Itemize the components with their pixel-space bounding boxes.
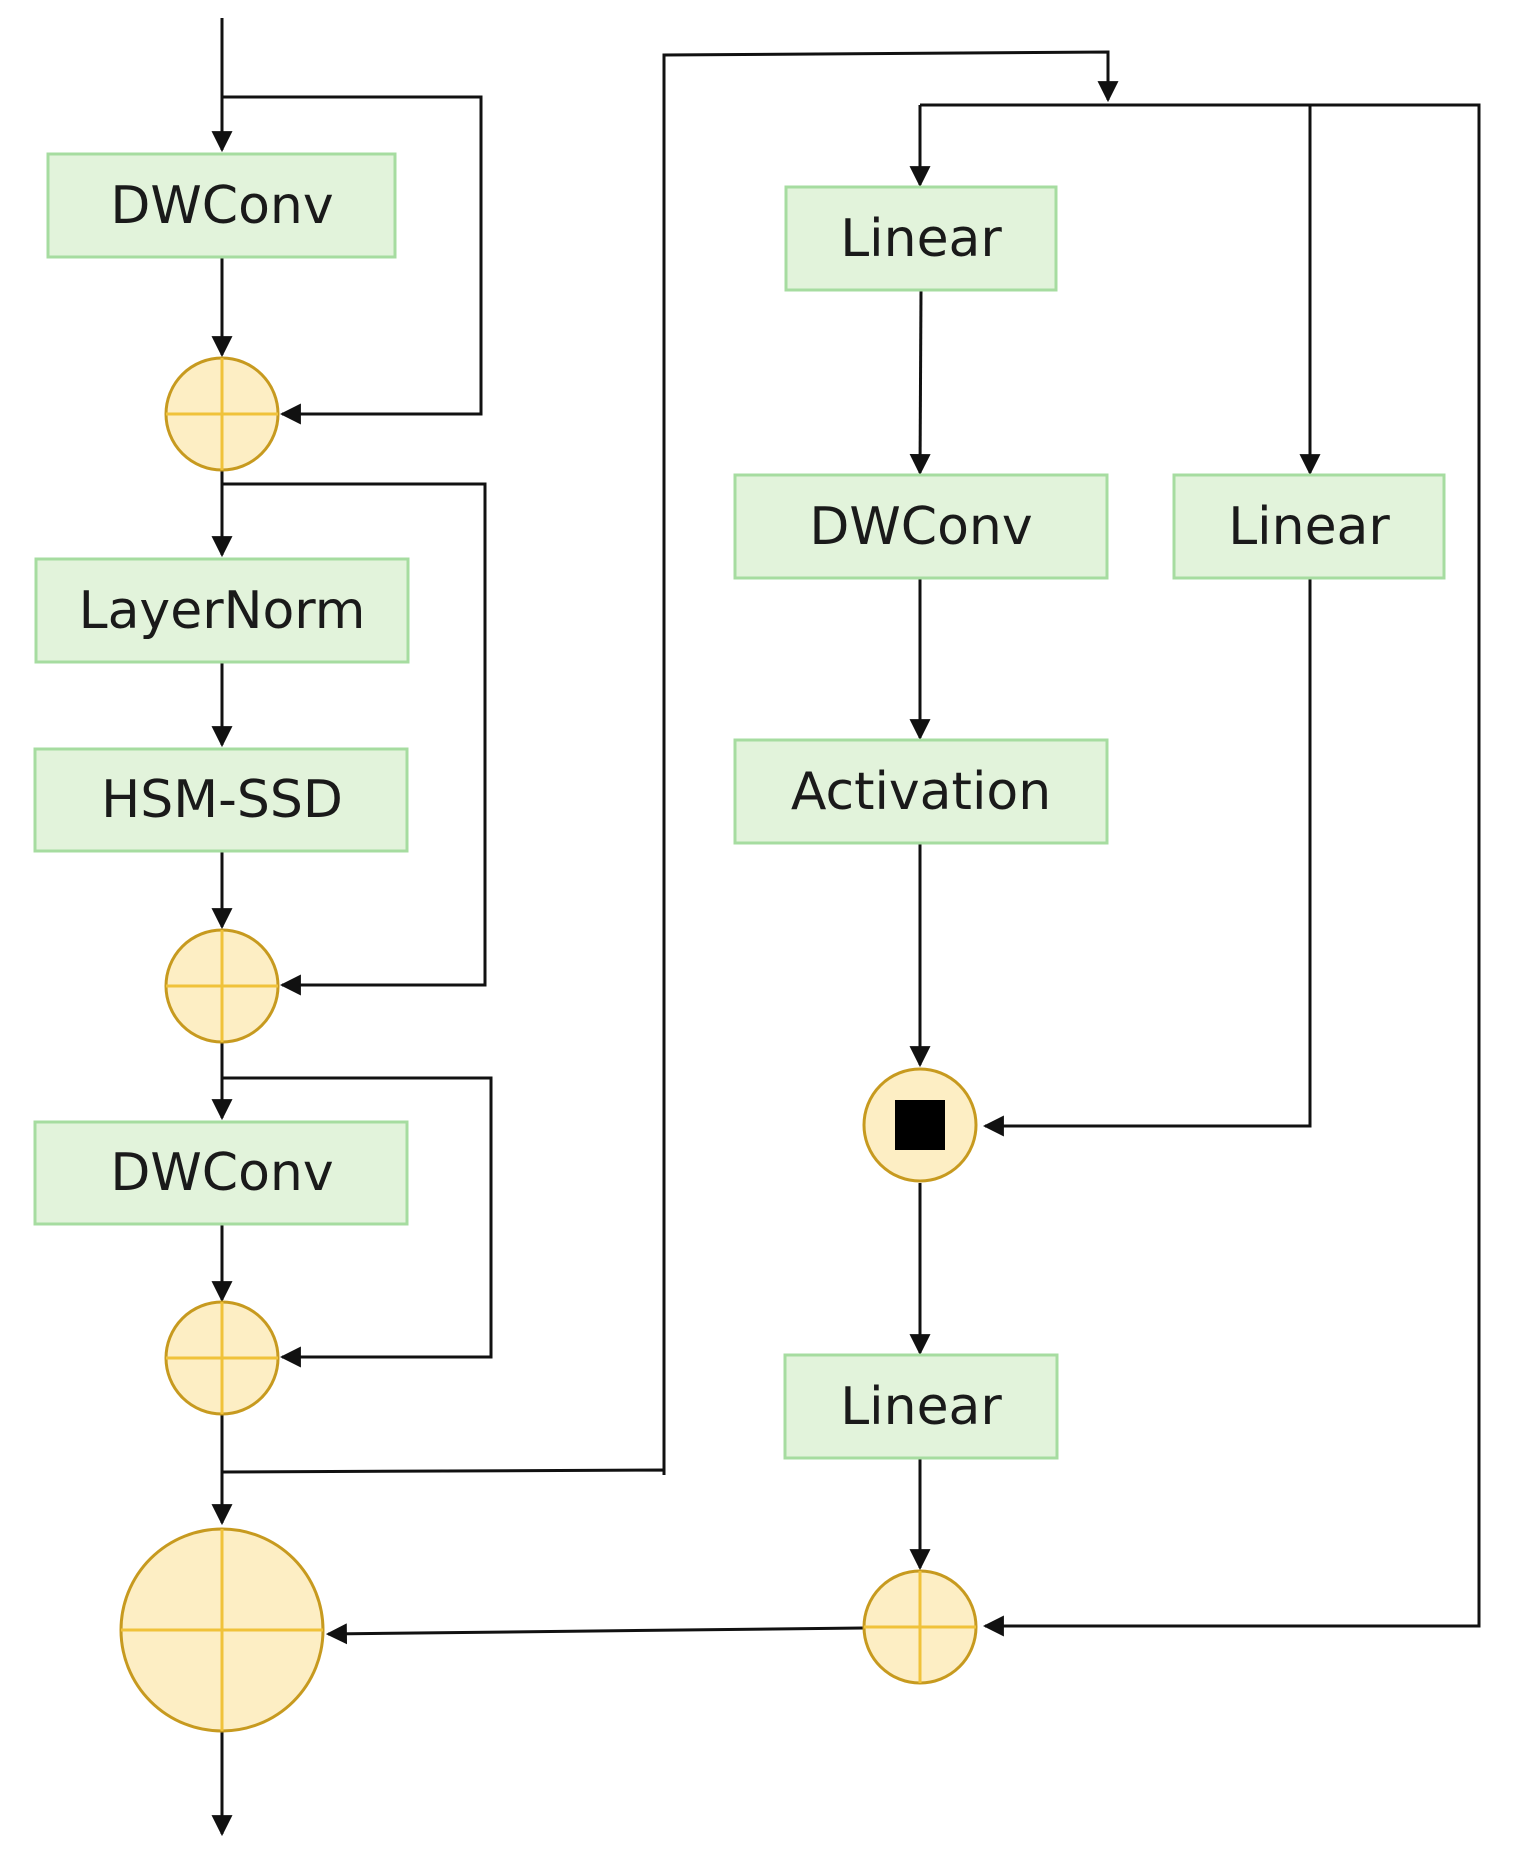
linear-to-dwconv-arrow [909,290,931,476]
dwconv-ffn-block: DWConv [733,473,1109,580]
branch-to-ffn-wire [221,50,1108,1475]
add-node-2 [164,928,280,1044]
layernorm-block: LayerNorm [34,557,410,664]
activation-block: Activation [733,738,1109,845]
dwconv-ffn-block-label: DWConv [809,497,1032,557]
ffn-add-node [862,1569,978,1685]
dwconv-block-2: DWConv [33,1120,409,1226]
linear-gate-block-label: Linear [1228,497,1390,557]
ffn-to-final-add-arrow [325,1623,864,1645]
linear-in-block: Linear [784,185,1058,292]
ffn-residual-connection [920,103,1481,1637]
activation-block-label: Activation [791,762,1051,822]
dwconv-block-1-label: DWConv [110,176,333,236]
skip-connection-2 [222,482,487,996]
linear-out-block: Linear [783,1353,1059,1460]
linear-gate-block: Linear [1172,473,1446,580]
gate-to-multiply-arrow [982,578,1312,1137]
ffn-wires [325,103,1481,1645]
skip-connection-1 [222,95,483,425]
layernorm-block-label: LayerNorm [79,581,366,641]
hsm-ssd-block-label: HSM-SSD [101,770,343,830]
left-column-wires [211,18,493,1837]
linear-out-block-label: Linear [840,1377,1002,1437]
multiply-node [862,1067,978,1183]
skip-connection-3 [222,1076,493,1368]
add-node-1 [164,356,280,472]
hsm-ssd-block: HSM-SSD [33,747,409,853]
dwconv-block-2-label: DWConv [110,1143,333,1203]
multiply-square-icon [895,1100,945,1150]
final-add-node [119,1527,325,1733]
linear-in-block-label: Linear [840,209,1002,269]
add-node-3 [164,1300,280,1416]
dwconv-block-1: DWConv [46,152,397,259]
